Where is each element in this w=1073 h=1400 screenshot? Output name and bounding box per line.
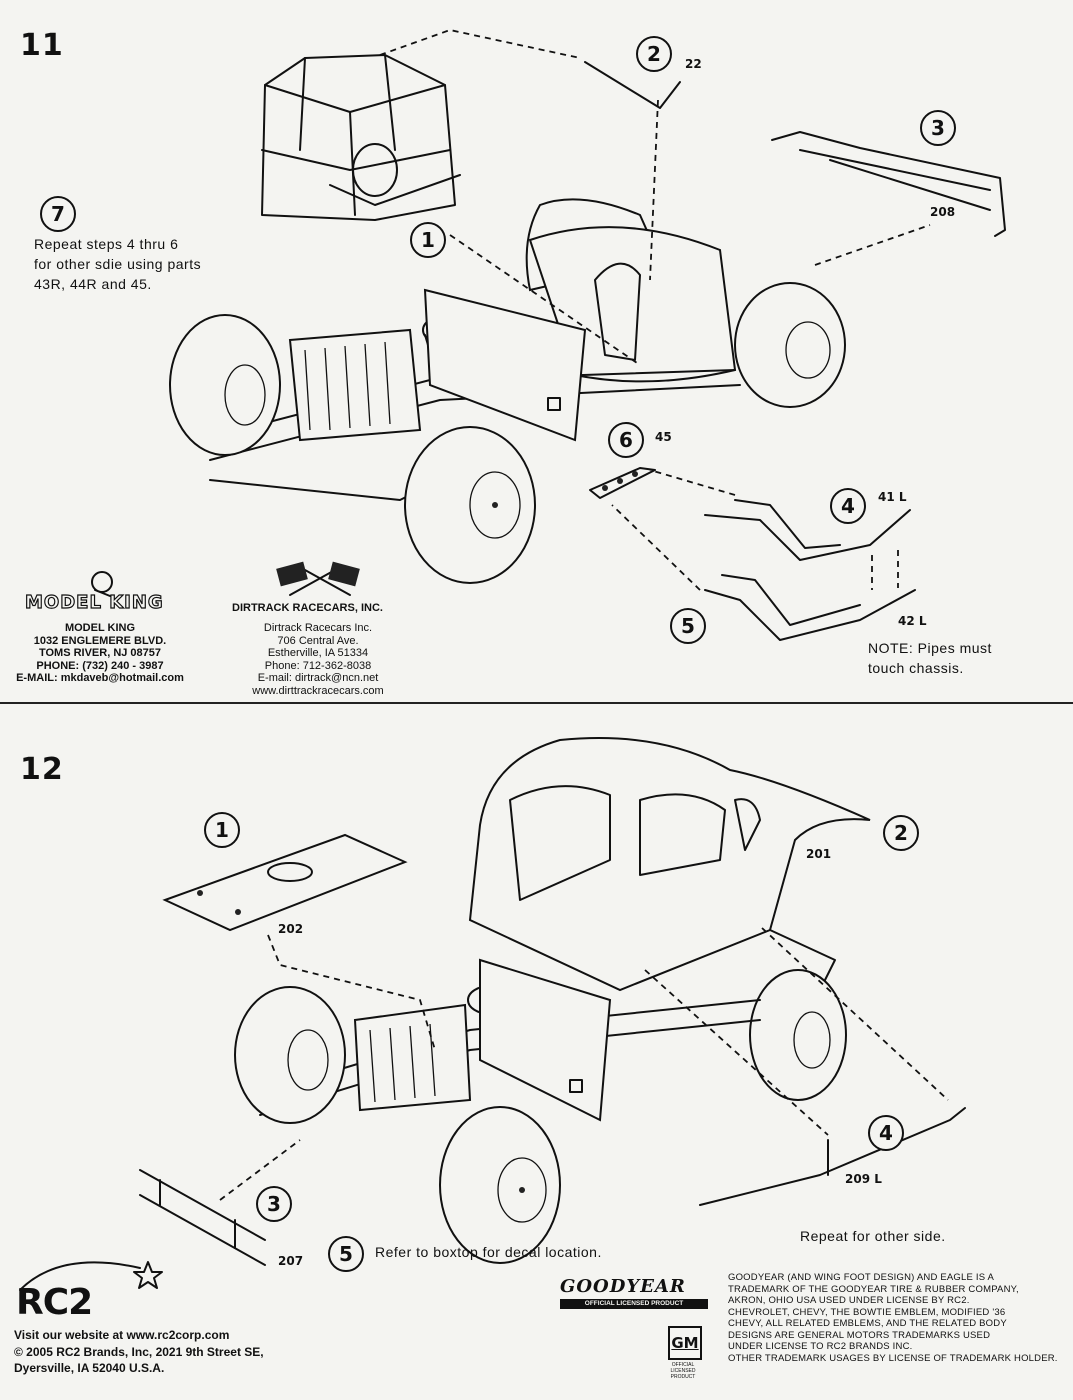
dirtrack-contact: Dirtrack Racecars Inc. 706 Central Ave. … (228, 622, 408, 697)
model-king-mascot-icon (91, 571, 113, 597)
part-number-22: 22 (685, 57, 702, 71)
dirtrack-line-6: www.dirttrackracecars.com (252, 684, 384, 697)
roll-cage-drawing (261, 54, 461, 221)
rc2-copyright-line: © 2005 RC2 Brands, Inc, 2021 9th Street … (14, 1344, 264, 1359)
gm-logo: GM (668, 1326, 702, 1360)
step12-callout-4: 4 (868, 1115, 904, 1151)
part-number-207: 207 (278, 1254, 304, 1268)
step12-callout-2: 2 (883, 815, 919, 851)
part-202-drawing (162, 833, 408, 932)
goodyear-logo: GOODYEAR (560, 1276, 686, 1297)
step-12-number: 12 (20, 752, 64, 787)
part-201-body-drawing (468, 737, 871, 992)
dirtrack-line-5: E-mail: dirtrack@ncn.net (257, 672, 379, 684)
pipes-note-line-2: touch chassis. (868, 660, 964, 676)
step-11-number: 11 (20, 28, 64, 63)
rc2-contact: Visit our website at www.rc2corp.com © 2… (14, 1327, 264, 1377)
part-number-42L: 42 L (898, 614, 927, 628)
legal-line-4: CHEVROLET, CHEVY, THE BOWTIE EMBLEM, MOD… (728, 1306, 1006, 1318)
legal-line-8: OTHER TRADEMARK USAGES BY LICENSE OF TRA… (728, 1352, 1058, 1364)
part-22-drawing (584, 61, 681, 109)
model-king-logo: MODEL KING (24, 591, 164, 613)
step11-callout-4: 4 (830, 488, 866, 524)
model-king-line-2: 1032 ENGLEMERE BLVD. (33, 634, 167, 647)
gm-license-text: OFFICIAL LICENSED PRODUCT (670, 1362, 696, 1380)
dirtrack-line-1: Dirtrack Racecars Inc. (263, 622, 373, 634)
step11-callout-5: 5 (670, 608, 706, 644)
part-number-208: 208 (930, 205, 956, 219)
decal-instruction: Refer to boxtop for decal location. (375, 1244, 602, 1260)
legal-line-7: UNDER LICENSE TO RC2 BRANDS INC. (728, 1341, 913, 1352)
part-number-45: 45 (655, 430, 672, 444)
chassis-drawing-12 (234, 929, 847, 1264)
step11-callout-1: 1 (410, 222, 446, 258)
part-number-41L: 41 L (878, 490, 907, 504)
step12-callout-1: 1 (204, 812, 240, 848)
model-king-line-1: MODEL KING (64, 622, 136, 634)
step12-callout-3: 3 (256, 1186, 292, 1222)
step11-callout-2: 2 (636, 36, 672, 72)
rc2-swoosh-icon (19, 1261, 163, 1291)
dirtrack-flags-icon (276, 561, 360, 596)
legal-line-2: TRADEMARK OF THE GOODYEAR TIRE & RUBBER … (728, 1283, 1019, 1295)
step11-callout-7: 7 (40, 196, 76, 232)
step12-callout-5: 5 (328, 1236, 364, 1272)
legal-line-5: CHEVY, ALL RELATED EMBLEMS, AND THE RELA… (728, 1318, 1007, 1329)
part-number-201: 201 (806, 847, 832, 861)
chassis-drawing-11 (169, 198, 846, 584)
part-207-drawing (139, 1169, 266, 1266)
part-number-202: 202 (278, 922, 304, 936)
part-number-209L: 209 L (845, 1172, 882, 1186)
dirtrack-line-2: 706 Central Ave. (277, 634, 359, 647)
part-42L-drawing (704, 574, 916, 641)
legal-line-1: GOODYEAR (AND WING FOOT DESIGN) AND EAGL… (728, 1272, 995, 1283)
part-209L-drawing (699, 1107, 966, 1206)
rc2-website-line: Visit our website at www.rc2corp.com (14, 1328, 230, 1342)
model-king-line-3: TOMS RIVER, NJ 08757 (38, 647, 162, 659)
legal-line-3: AKRON, OHIO USA USED UNDER LICENSE BY RC… (728, 1295, 970, 1306)
dirtrack-logo: DIRTRACK RACECARS, INC. (232, 602, 383, 614)
model-king-line-5: E-MAIL: mkdaveb@hotmail.com (16, 672, 184, 684)
rc2-logo: RC2 (16, 1282, 93, 1323)
goodyear-license-badge: OFFICIAL LICENSED PRODUCT (560, 1299, 708, 1309)
rc2-address-line: Dyersville, IA 52040 U.S.A. (14, 1361, 165, 1375)
step7-line-3: 43R, 44R and 45. (34, 276, 152, 292)
part-45-drawing (589, 467, 656, 499)
model-king-line-4: PHONE: (732) 240 - 3987 (36, 659, 164, 672)
step7-instructions: Repeat steps 4 thru 6 for other sdie usi… (34, 234, 201, 294)
step11-callout-3: 3 (920, 110, 956, 146)
step12-guide-lines (219, 927, 949, 1201)
pipes-note: NOTE: Pipes must touch chassis. (868, 638, 992, 678)
part-41L-drawing (704, 499, 911, 561)
legal-line-6: DESIGNS ARE GENERAL MOTORS TRADEMARKS US… (728, 1329, 991, 1341)
step11-callout-6: 6 (608, 422, 644, 458)
step7-line-2: for other sdie using parts (34, 256, 202, 272)
dirtrack-line-4: Phone: 712-362-8038 (264, 659, 372, 672)
repeat-instruction: Repeat for other side. (800, 1228, 946, 1244)
part-208-drawing (771, 131, 1006, 237)
dirtrack-line-3: Estherville, IA 51334 (267, 647, 369, 659)
step7-line-1: Repeat steps 4 thru 6 (34, 236, 179, 252)
page-divider (0, 702, 1073, 704)
model-king-contact: MODEL KING 1032 ENGLEMERE BLVD. TOMS RIV… (10, 622, 190, 685)
step11-guide-lines (379, 29, 931, 591)
pipes-note-line-1: NOTE: Pipes must (868, 640, 992, 656)
trademark-legal-text: GOODYEAR (AND WING FOOT DESIGN) AND EAGL… (728, 1272, 1058, 1364)
